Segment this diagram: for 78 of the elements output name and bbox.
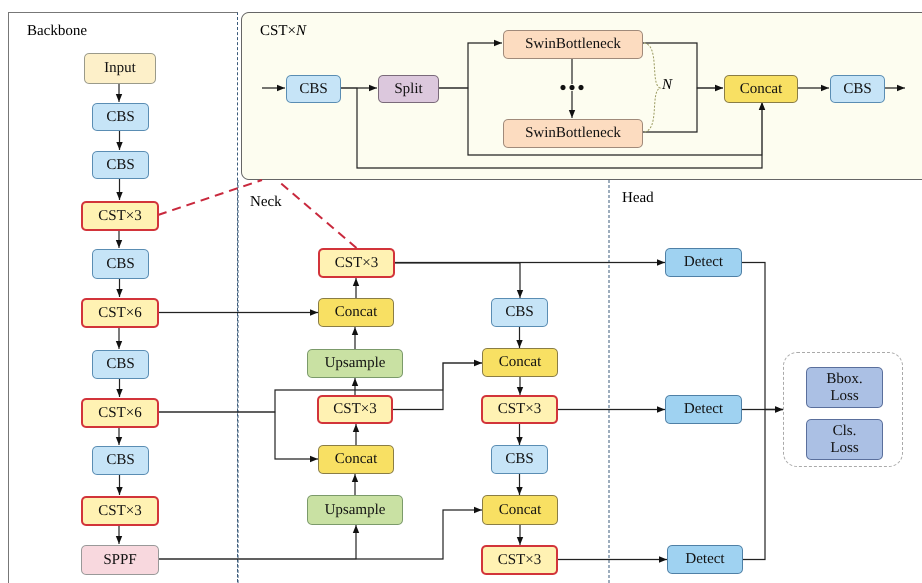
process-box: SwinBottleneck — [503, 119, 643, 148]
process-box: Concat — [724, 75, 798, 103]
arrow — [116, 278, 123, 297]
section-panel — [8, 12, 238, 583]
process-box: CBS — [92, 151, 149, 179]
arrow — [516, 474, 523, 495]
arrow — [516, 525, 524, 545]
arrow — [516, 327, 523, 348]
arrow — [116, 230, 122, 248]
arrow — [568, 58, 576, 118]
panel-heading: Backbone — [27, 23, 87, 40]
process-box: Concat — [482, 348, 558, 377]
dashed-link — [158, 179, 262, 216]
group-box — [783, 352, 903, 467]
process-box: CBS — [92, 249, 149, 279]
arrow — [116, 130, 123, 150]
arrow — [262, 84, 285, 92]
arrow — [116, 178, 123, 200]
process-box: Input — [84, 53, 156, 84]
process-box: CST×3 — [81, 201, 159, 231]
process-box: Detect — [665, 395, 742, 424]
process-box: SPPF — [81, 545, 159, 575]
arrow — [352, 278, 360, 298]
arrow — [340, 87, 766, 169]
process-box: SwinBottleneck — [503, 30, 643, 59]
process-box: CST×3 — [317, 395, 393, 424]
arrow — [884, 84, 905, 92]
section-label: Head — [622, 190, 654, 207]
arrow — [158, 411, 318, 462]
repeat-count-label: N — [662, 77, 672, 94]
arrow — [116, 525, 122, 544]
process-box: CST×3 — [481, 545, 558, 575]
arrow — [558, 406, 665, 413]
arrow — [395, 262, 524, 298]
process-box: Concat — [318, 298, 394, 327]
arrow — [642, 84, 723, 133]
process-box: CST×3 — [318, 248, 395, 278]
arrow — [516, 424, 523, 445]
arrow — [516, 377, 524, 395]
process-box: CBS — [286, 75, 341, 103]
process-box: CST×3 — [81, 496, 159, 526]
process-box: Detect — [667, 545, 743, 574]
arrow — [158, 309, 318, 316]
process-box: CBS — [92, 350, 149, 379]
arrow — [352, 424, 360, 445]
section-label: Neck — [250, 194, 282, 211]
process-box: CBS — [92, 103, 149, 131]
process-box: Concat — [482, 495, 558, 525]
process-box: CBS — [92, 446, 149, 475]
arrow — [116, 427, 122, 445]
process-box: CST×3 — [481, 395, 558, 424]
process-box: Cls. Loss — [806, 419, 883, 460]
process-box: CBS — [491, 445, 548, 474]
arrow — [797, 84, 829, 92]
process-box: CST×6 — [81, 398, 159, 428]
section-panel — [241, 12, 922, 180]
arrow — [158, 506, 482, 560]
arrow — [393, 360, 482, 410]
process-box: CBS — [830, 75, 885, 103]
process-box: CBS — [491, 298, 548, 327]
process-box: CST×6 — [81, 298, 159, 328]
process-box: Upsample — [307, 495, 403, 525]
arrow — [352, 378, 358, 395]
process-box: Concat — [318, 445, 394, 474]
process-box: Bbox. Loss — [806, 367, 883, 408]
arrow — [558, 556, 667, 563]
arrow — [116, 474, 123, 495]
arrow — [743, 406, 783, 560]
arrow — [116, 327, 122, 349]
process-box: Split — [378, 75, 439, 103]
arrow — [352, 474, 358, 495]
process-box: Detect — [665, 248, 742, 277]
panel-heading: CST×N — [260, 23, 306, 40]
arrow — [116, 378, 123, 397]
process-box: Upsample — [307, 349, 403, 378]
arrow — [352, 327, 358, 349]
arrow — [395, 259, 665, 266]
arrow — [116, 83, 122, 102]
